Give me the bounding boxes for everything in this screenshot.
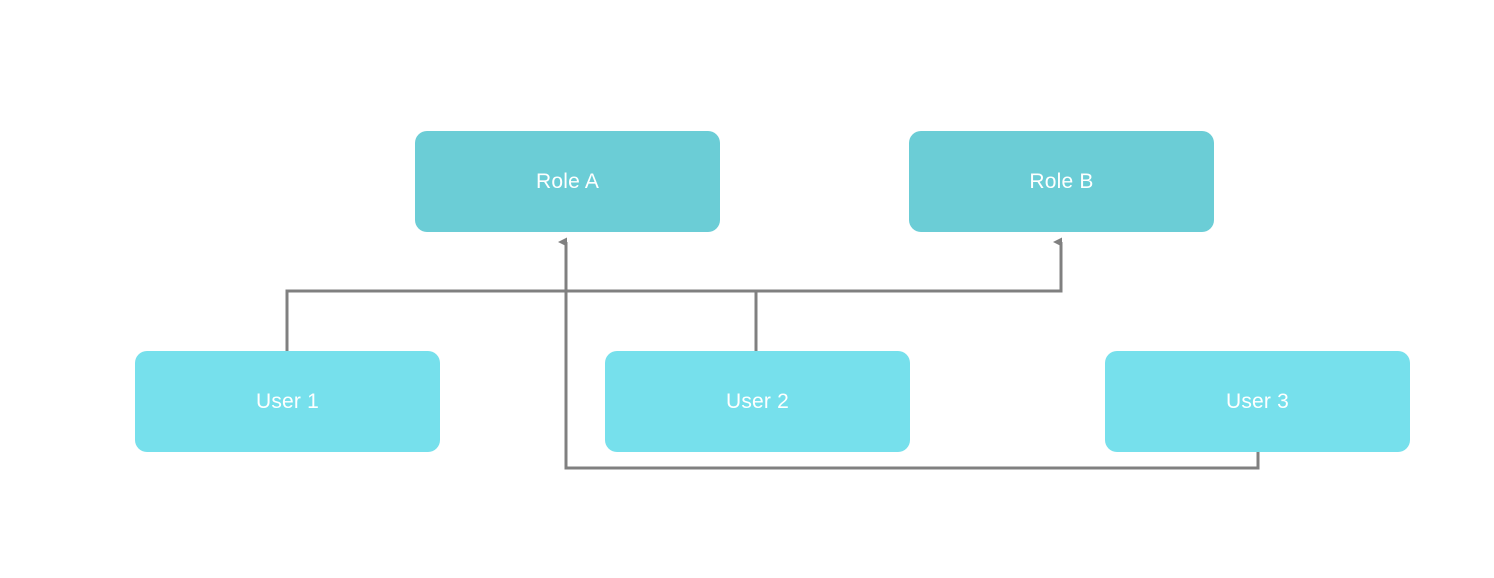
edge-user1-to-roleb: [285, 237, 1063, 351]
node-user-2-label: User 2: [725, 389, 790, 413]
node-role-b-label: Role B: [1029, 169, 1094, 193]
node-user-2[interactable]: User 2: [605, 351, 910, 452]
node-role-b[interactable]: Role B: [909, 131, 1214, 232]
node-user-1-label: User 1: [255, 389, 320, 413]
edge-user3-to-rolea: [558, 237, 1260, 470]
node-user-3[interactable]: User 3: [1105, 351, 1410, 452]
node-role-a-label: Role A: [535, 169, 600, 193]
node-user-1[interactable]: User 1: [135, 351, 440, 452]
node-role-a[interactable]: Role A: [415, 131, 720, 232]
node-user-3-label: User 3: [1225, 389, 1290, 413]
